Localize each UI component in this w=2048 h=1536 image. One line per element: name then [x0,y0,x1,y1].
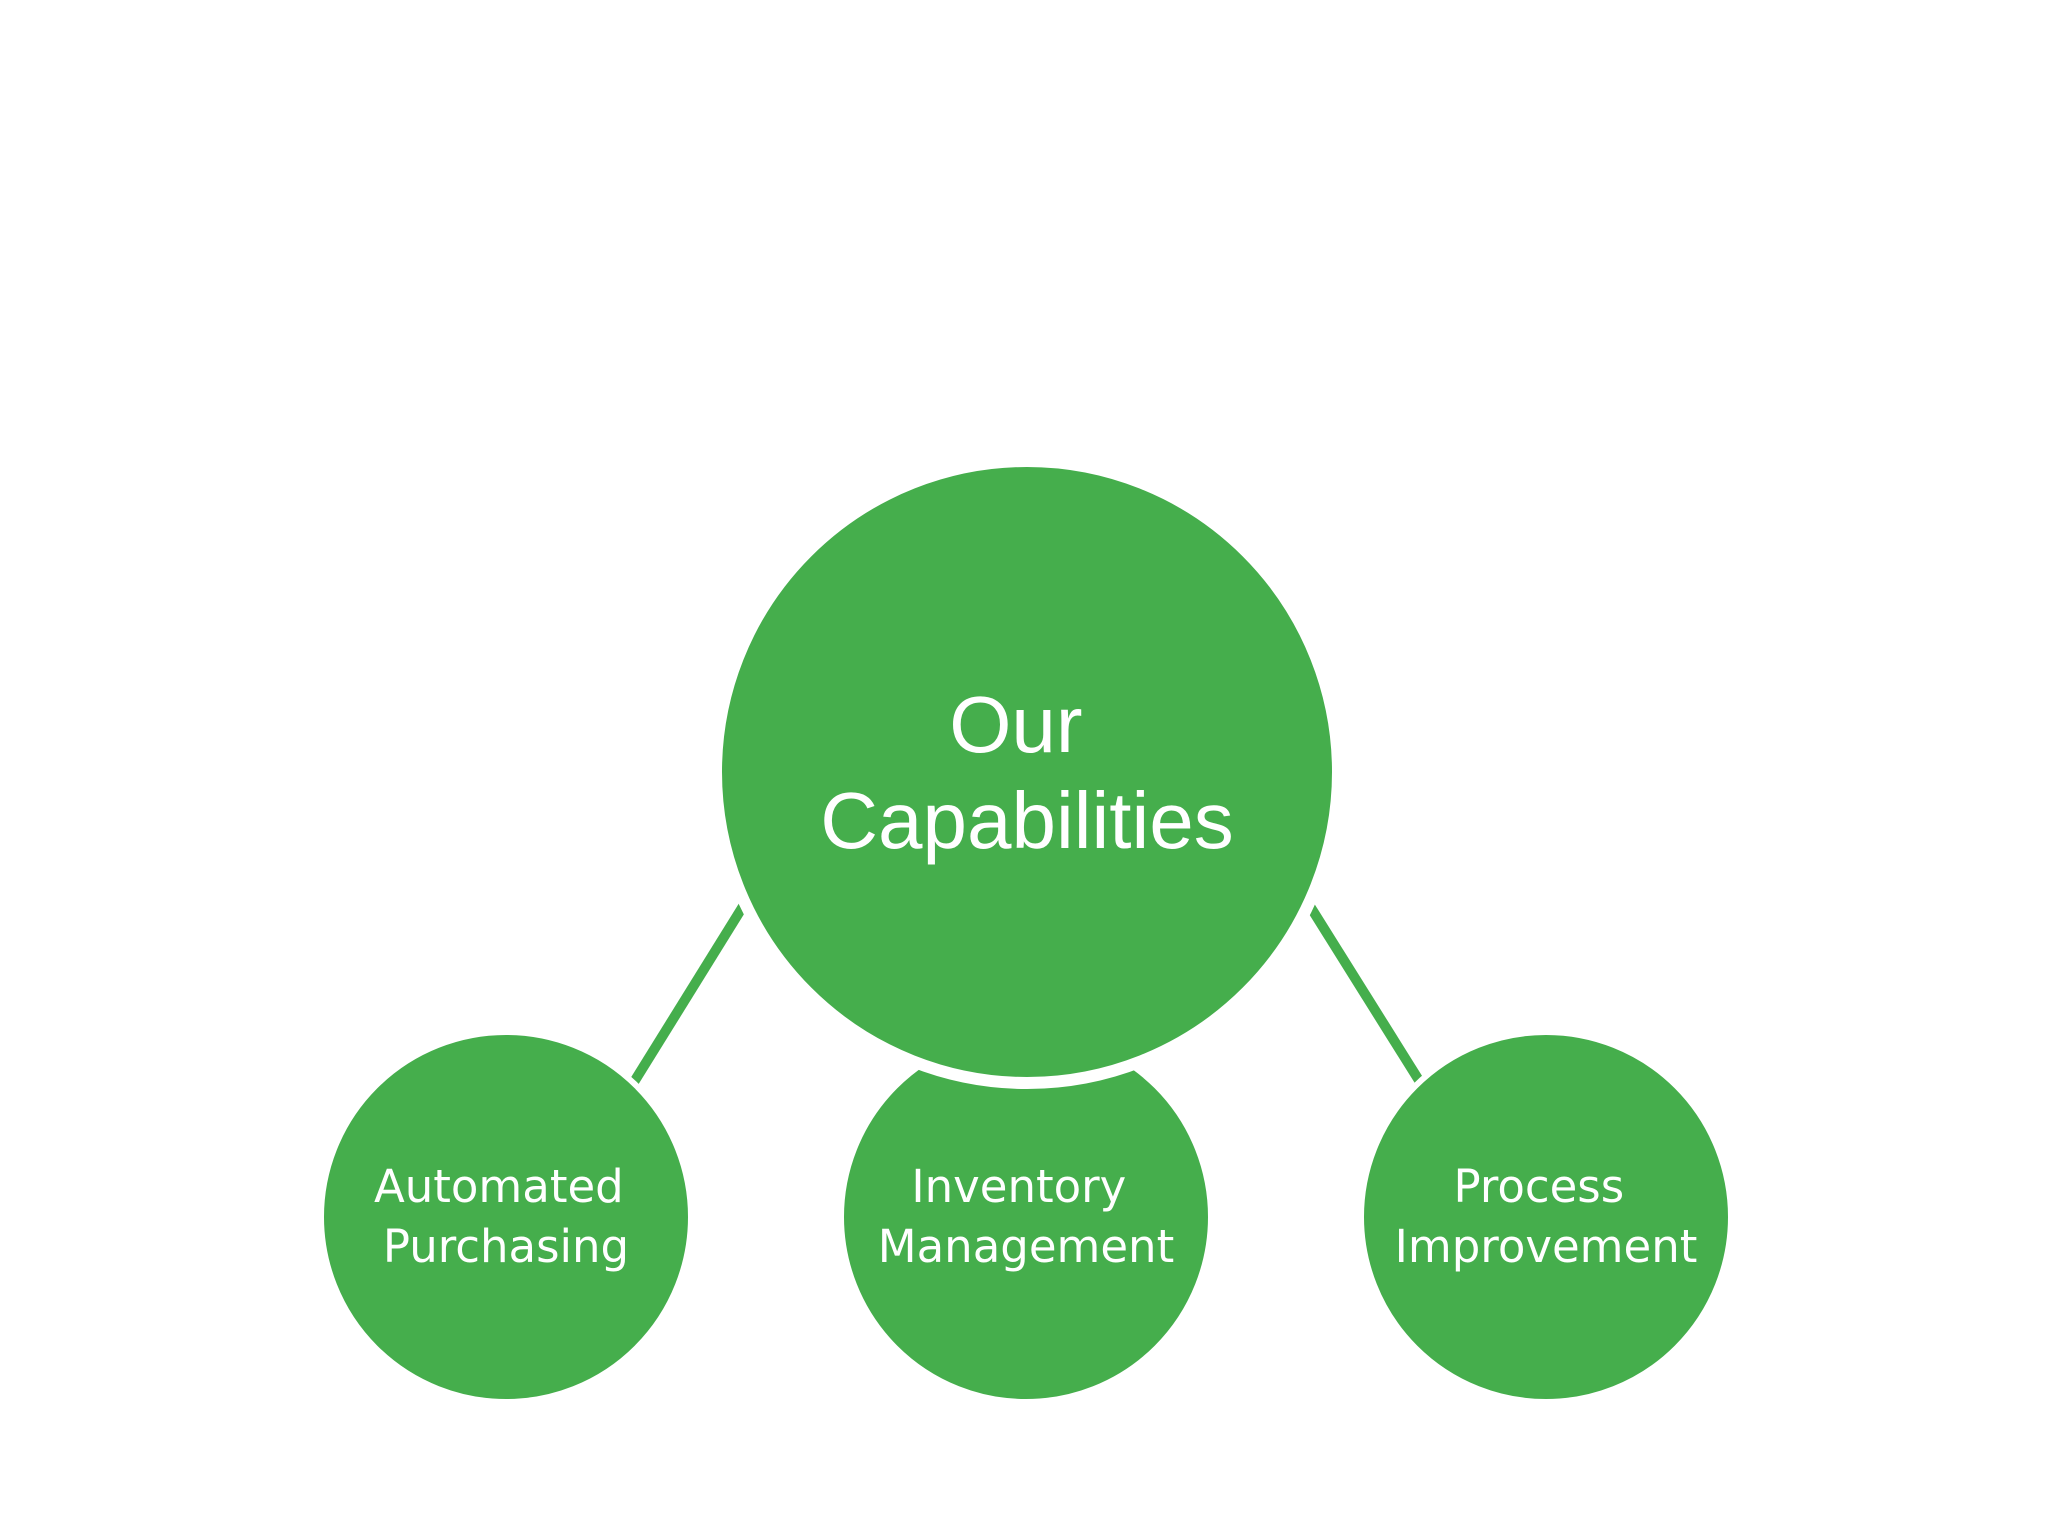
child-circle [318,1029,694,1405]
child-node-automated-purchasing: Automated Purchasing [318,1029,694,1405]
child-label: Automated Purchasing [374,1160,638,1273]
child-node-inventory-management: Inventory Management [838,1029,1214,1405]
center-node-our-capabilities: Our Capabilities [710,455,1344,1089]
connector-right [1298,892,1425,1085]
connector-left [629,892,755,1085]
center-label: Our Capabilities [820,680,1234,865]
child-label: Process Improvement [1395,1160,1698,1273]
child-node-process-improvement: Process Improvement [1358,1029,1734,1405]
center-circle [710,455,1344,1089]
child-circle [1358,1029,1734,1405]
child-label: Inventory Management [878,1160,1174,1273]
